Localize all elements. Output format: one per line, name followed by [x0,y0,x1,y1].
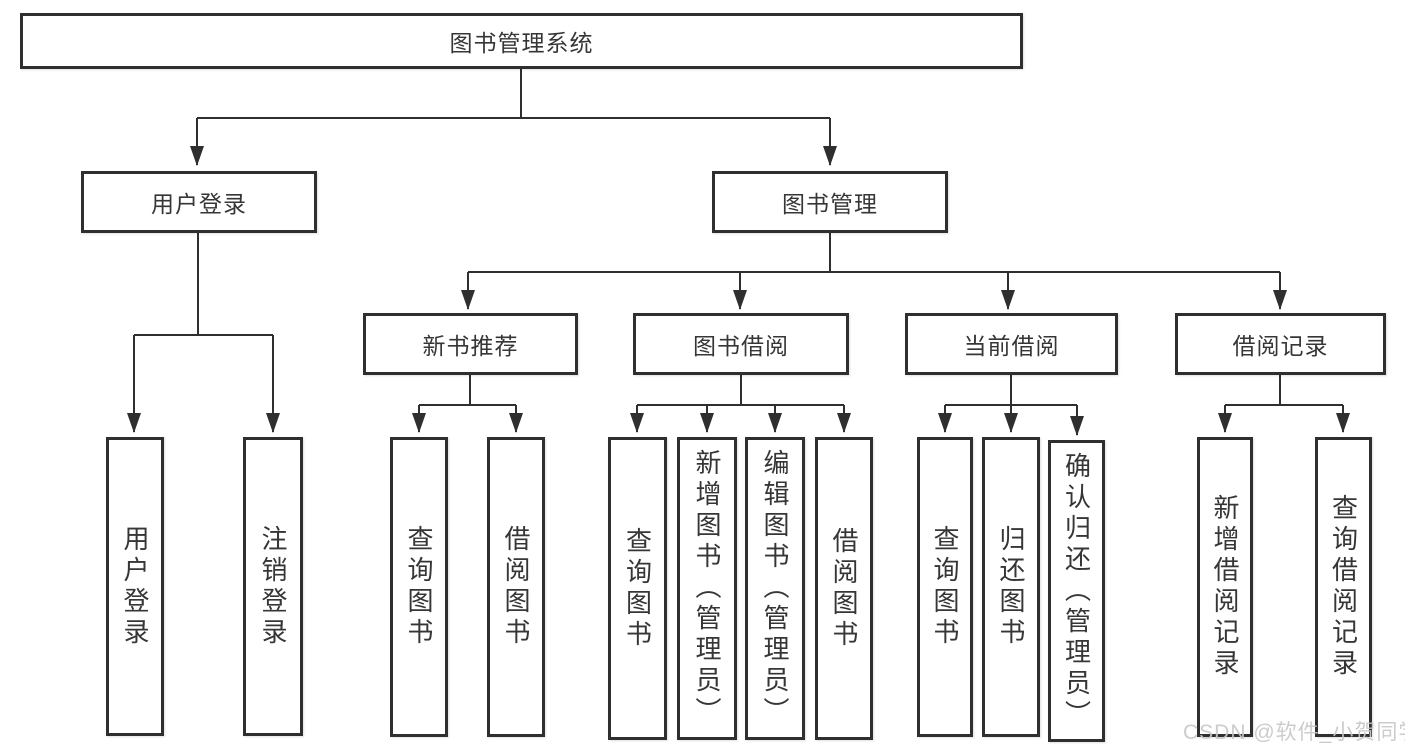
node-book-borrow: 图书借阅 [633,313,849,375]
node-user-login: 用户登录 [81,171,317,233]
leaf-current-confirm-return-label: 确认归还（管理员） [1061,451,1092,731]
leaf-record-add: 新增借阅记录 [1197,437,1253,737]
node-user-login-label: 用户登录 [151,191,247,217]
connector-borrow-record [1225,375,1343,406]
leaf-record-query: 查询借阅记录 [1315,437,1372,737]
node-book-borrow-label: 图书借阅 [693,333,789,359]
leaf-borrow-edit-book: 编辑图书（管理员） [745,437,805,740]
node-borrow-record-label: 借阅记录 [1232,333,1329,359]
leaf-current-return: 归还图书 [982,437,1040,737]
connector-book-borrow [637,375,844,406]
connector-user-login [134,233,273,336]
leaf-borrow-query-label: 查询图书 [622,526,653,651]
leaf-user-login-label: 用户登录 [120,524,150,649]
connector-book-mgmt [468,233,1280,273]
node-book-mgmt-label: 图书管理 [782,191,878,217]
node-borrow-record: 借阅记录 [1175,313,1386,375]
leaf-borrow-query: 查询图书 [608,437,667,740]
leaf-logout: 注销登录 [243,437,303,736]
leaf-logout-label: 注销登录 [258,524,288,649]
leaf-record-query-label: 查询借阅记录 [1328,494,1359,680]
leaf-new-book-borrow-label: 借阅图书 [501,525,531,649]
node-current-borrow: 当前借阅 [905,313,1118,375]
node-new-book-rec-label: 新书推荐 [422,333,519,359]
leaf-borrow-add-book: 新增图书（管理员） [677,437,737,740]
leaf-record-add-label: 新增借阅记录 [1210,494,1240,680]
leaf-borrow-edit-book-label: 编辑图书（管理员） [760,449,790,728]
watermark: CSDN @软件_小贺同学 [1183,721,1405,744]
node-book-mgmt: 图书管理 [712,171,948,233]
leaf-current-query: 查询图书 [917,437,973,737]
leaf-user-login: 用户登录 [106,437,164,736]
connector-current-borrow [945,375,1077,406]
leaf-borrow-borrow-book: 借阅图书 [815,437,873,740]
node-current-borrow-label: 当前借阅 [963,333,1060,359]
leaf-current-query-label: 查询图书 [930,525,960,649]
connector-new-book [419,375,516,406]
connector-root [197,69,830,119]
node-new-book-rec: 新书推荐 [363,313,578,375]
leaf-current-return-label: 归还图书 [996,525,1026,649]
node-root: 图书管理系统 [20,13,1023,69]
leaf-borrow-borrow-book-label: 借阅图书 [829,526,859,651]
leaf-new-book-query: 查询图书 [390,437,448,737]
leaf-new-book-borrow: 借阅图书 [487,437,545,737]
leaf-current-confirm-return: 确认归还（管理员） [1048,440,1105,742]
node-root-label: 图书管理系统 [449,30,594,56]
leaf-new-book-query-label: 查询图书 [404,525,434,649]
leaf-borrow-add-book-label: 新增图书（管理员） [692,449,722,728]
